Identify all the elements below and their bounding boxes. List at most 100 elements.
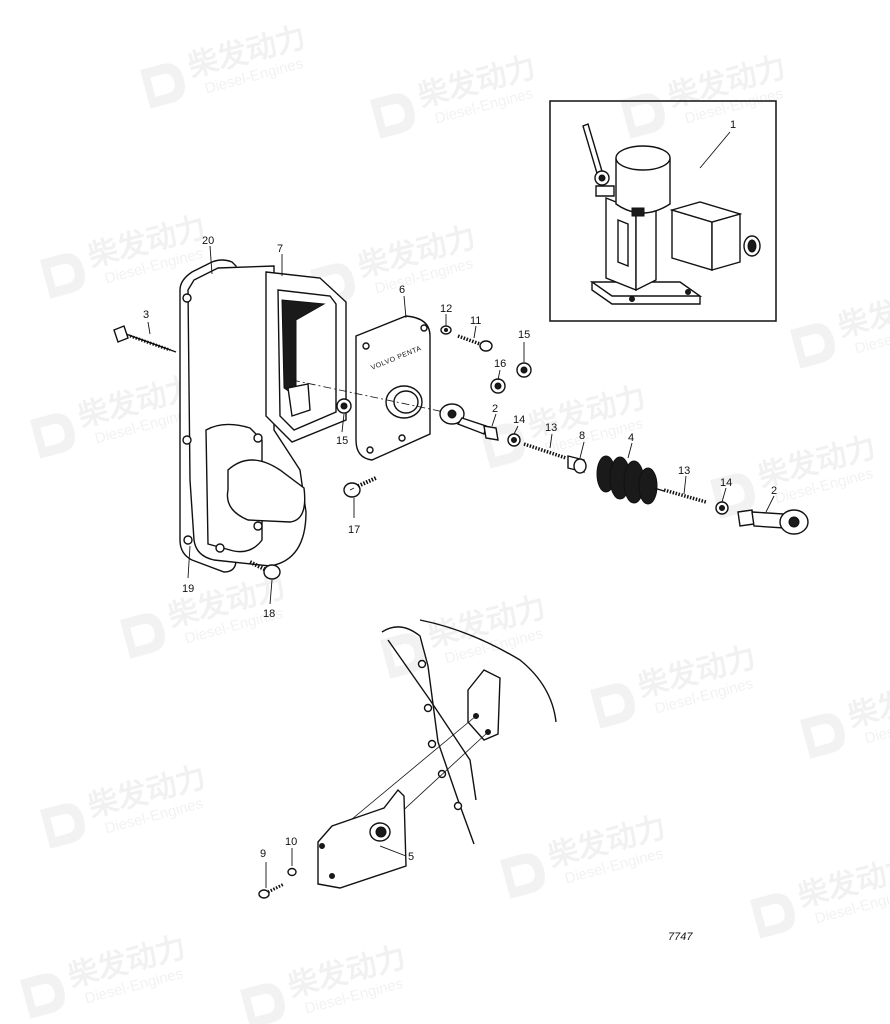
cover-boss-bore <box>393 390 419 414</box>
bracket-hole <box>319 843 325 849</box>
engine-block-hole <box>423 703 433 713</box>
watermark: 柴发动力 Diesel-Engines <box>590 640 760 729</box>
watermark: 柴发动力 Diesel-Engines <box>790 280 890 369</box>
screw <box>258 882 285 899</box>
bracket-boss <box>226 459 306 523</box>
bracket-hole <box>253 433 263 443</box>
callout-14: 14 <box>720 477 732 489</box>
long-screw <box>113 325 177 353</box>
engine-block-hole <box>453 801 463 811</box>
bracket-hole <box>253 521 263 531</box>
engine-block-curve <box>419 619 557 723</box>
leader-line <box>341 413 345 433</box>
callout-3: 3 <box>143 309 149 321</box>
mounting-pad <box>467 669 501 741</box>
callout-18: 18 <box>263 608 275 620</box>
callout-11: 11 <box>470 315 481 327</box>
watermark: 柴发动力 Diesel-Engines <box>620 50 790 139</box>
callout-12: 12 <box>440 303 452 315</box>
watermark: 柴发动力 Diesel-Engines <box>500 810 670 899</box>
watermark: 柴发动力 Diesel-Engines <box>30 370 200 459</box>
watermark-logo-icon <box>20 973 65 1019</box>
callout-15: 15 <box>518 329 530 341</box>
screw <box>457 334 493 352</box>
rubber-boot <box>596 455 665 505</box>
bracket-hole <box>215 543 225 553</box>
leader-line <box>473 325 477 339</box>
leader-line <box>491 413 497 427</box>
sleeve-collar <box>573 458 587 474</box>
watermark: 柴发动力 Diesel-Engines <box>370 50 540 139</box>
leader-line <box>269 579 273 605</box>
inset-pedestal-slot <box>617 218 629 268</box>
inset-actuator-box-side <box>711 213 741 271</box>
leader-line <box>497 369 501 381</box>
callout-4: 4 <box>628 432 634 444</box>
leader-line <box>403 295 407 319</box>
callout-7: 7 <box>277 243 283 255</box>
watermark-logo-icon <box>370 93 415 139</box>
watermark: 柴发动力 Diesel-Engines <box>710 430 880 519</box>
callout-5: 5 <box>408 851 414 863</box>
inset-lever-pin <box>598 174 606 182</box>
watermark: 柴发动力 Diesel-Engines <box>750 850 890 939</box>
watermark-logo-icon <box>620 93 665 139</box>
nut-bore <box>511 437 517 443</box>
leader-line <box>683 475 687 495</box>
bracket-hole <box>182 293 192 303</box>
watermark: 柴发动力 Diesel-Engines <box>480 380 650 469</box>
leader-line <box>379 845 407 857</box>
inset-base-plate-edge <box>591 282 701 305</box>
bracket <box>317 788 407 889</box>
leader-line <box>765 495 775 513</box>
screw <box>343 476 377 498</box>
callout-16: 16 <box>494 358 506 370</box>
washer-bore <box>444 328 448 332</box>
callout-14: 14 <box>513 414 525 426</box>
nut-bore <box>340 402 348 410</box>
callout-19: 19 <box>182 583 194 595</box>
screw <box>249 560 281 580</box>
housing-inner-tab <box>287 383 311 417</box>
callout-6: 6 <box>399 284 405 296</box>
watermark: 柴发动力 Diesel-Engines <box>240 940 410 1024</box>
housing-opening <box>277 289 337 431</box>
watermark-logo-icon <box>590 683 635 729</box>
housing-inner-shadow <box>281 299 326 397</box>
callout-15: 15 <box>336 435 348 447</box>
watermark-logo-icon <box>750 893 795 939</box>
bracket-hole <box>183 535 193 545</box>
nut-bore <box>520 366 528 374</box>
callout-13: 13 <box>545 422 557 434</box>
leader-line <box>513 425 519 435</box>
watermark: 柴发动力 Diesel-Engines <box>20 930 190 1019</box>
watermark-logo-icon <box>240 983 285 1024</box>
callout-2: 2 <box>771 485 777 497</box>
engine-block-inner-edge <box>387 639 477 801</box>
bracket-hole <box>329 873 335 879</box>
callout-1: 1 <box>730 119 736 131</box>
callout-9: 9 <box>260 848 266 860</box>
drawing-number: 7747 <box>668 931 693 943</box>
rod-end <box>439 403 499 441</box>
watermark-logo-icon <box>30 413 75 459</box>
bracket-bore <box>375 826 387 838</box>
leader-line <box>579 441 585 459</box>
leader-line <box>699 131 731 169</box>
threaded-rod <box>523 442 567 460</box>
watermark-logo-icon <box>120 613 165 659</box>
watermark-logo-icon <box>380 633 425 679</box>
inset-motor-top <box>615 145 671 171</box>
callout-2: 2 <box>492 403 498 415</box>
inset-lever-bracket <box>595 185 615 197</box>
leader-line <box>187 545 191 579</box>
callout-8: 8 <box>579 430 585 442</box>
bracket-flange <box>205 423 263 553</box>
callout-17: 17 <box>348 524 360 536</box>
watermark-logo-icon <box>800 713 845 759</box>
alignment-line <box>291 379 445 413</box>
inset-assembly: 1 <box>549 100 777 322</box>
bracket-hole <box>182 435 192 445</box>
washer <box>287 867 297 877</box>
